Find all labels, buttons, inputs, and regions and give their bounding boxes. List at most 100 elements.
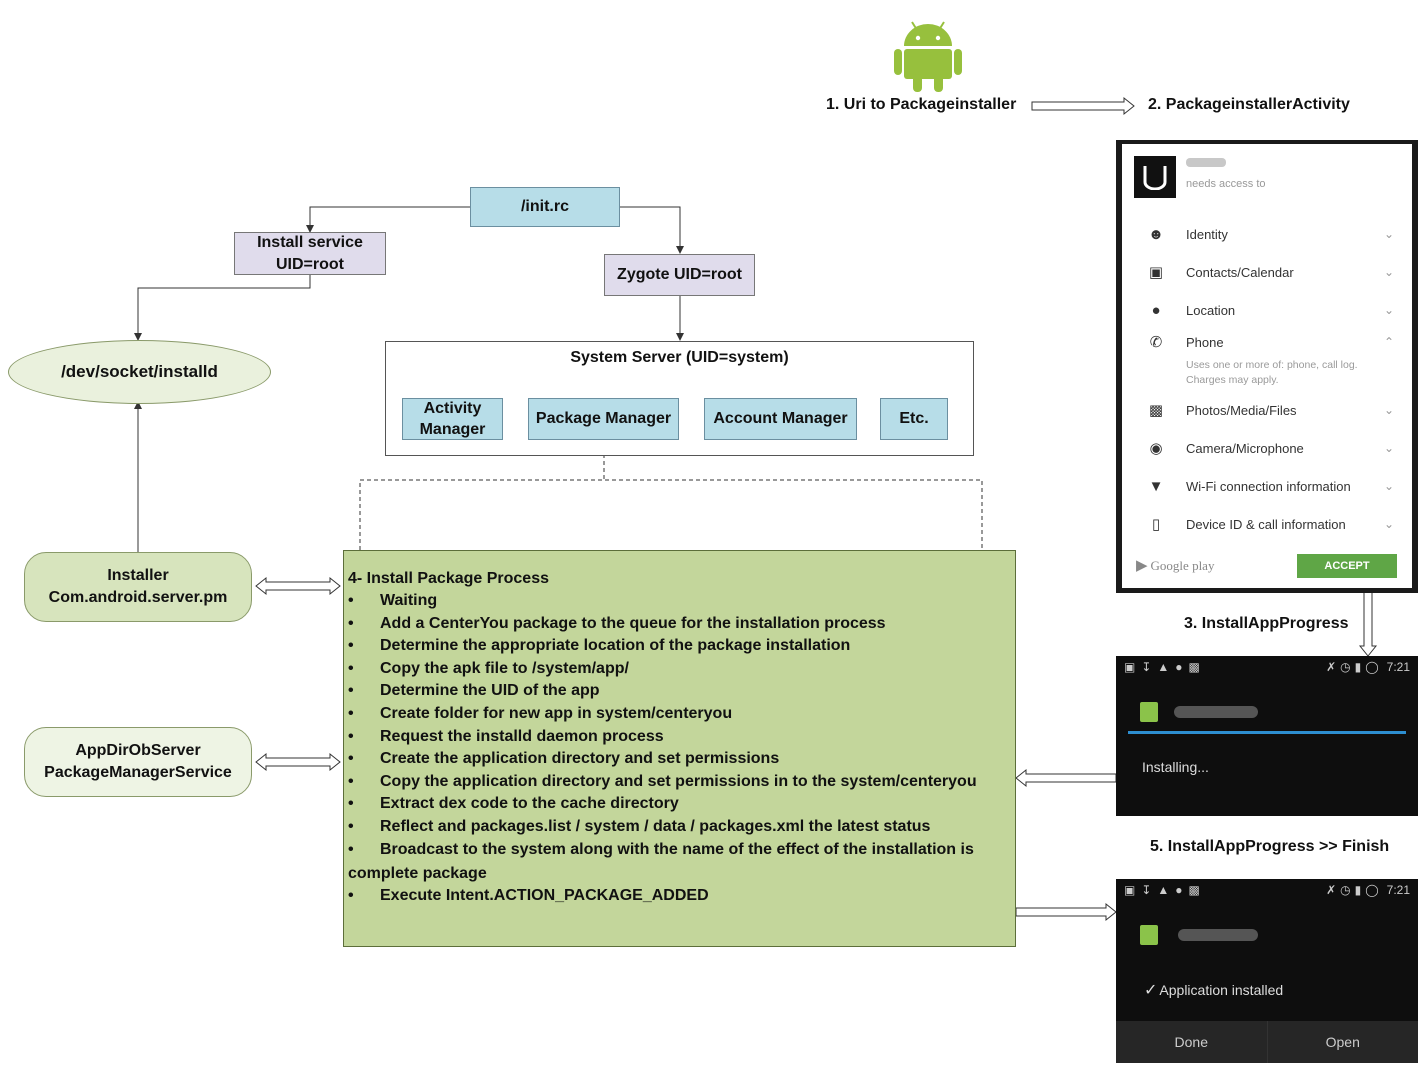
process-step: • Create folder for new app in system/cen… xyxy=(348,703,732,725)
open-button[interactable]: Open xyxy=(1325,1034,1360,1050)
done-button[interactable]: Done xyxy=(1116,1021,1268,1063)
installer-line1: Installer xyxy=(107,567,169,584)
process-step-text: Determine the UID of the app xyxy=(380,682,600,700)
app-icon xyxy=(1140,925,1158,945)
zygote-label: Zygote UID=root xyxy=(617,266,742,283)
account-manager-label: Account Manager xyxy=(713,410,848,427)
process-step-text: Copy the application directory and set p… xyxy=(380,772,977,790)
installing-status-text: Installing... xyxy=(1142,759,1209,775)
process-step: • Reflect and packages.list / system / da… xyxy=(348,816,930,838)
zygote-box: Zygote UID=root xyxy=(604,254,755,296)
process-bullet: • xyxy=(348,614,354,632)
process-last-bullet: • xyxy=(348,887,354,904)
process-step: •Request the installd daemon process xyxy=(348,726,664,748)
device-id-icon: ▯ xyxy=(1151,516,1161,533)
process-step-text: Extract dex code to the cache directory xyxy=(380,795,679,813)
phone-note-line1: Uses one or more of: phone, call log. xyxy=(1186,359,1358,371)
etc-box: Etc. xyxy=(880,398,948,440)
process-bullet: • xyxy=(348,772,354,790)
step-3-label: 3. InstallAppProgress xyxy=(1184,615,1349,632)
phone-note-line2: Charges may apply. xyxy=(1186,374,1279,386)
appdir-observer-box: AppDirObServer PackageManagerService xyxy=(24,727,252,797)
process-step: •Copy the apk file to /system/app/ xyxy=(348,658,629,680)
wifi-icon: ▼ xyxy=(1148,477,1164,495)
process-step-text: Request the installd daemon process xyxy=(380,727,664,745)
process-bullet: • xyxy=(348,592,354,609)
chevron-down-icon: ⌄ xyxy=(1383,227,1394,241)
step-2-label: 2. PackageinstallerActivity xyxy=(1148,96,1350,113)
contacts-icon: ▣ xyxy=(1148,264,1164,281)
perm-row-device-id[interactable]: ▯ Device ID & call information ⌄ xyxy=(1146,512,1394,536)
install-service-line2: UID=root xyxy=(276,255,344,273)
install-package-process-box: 4- Install Package Process •Waiting•Add … xyxy=(343,550,1016,947)
process-last-text: Execute Intent.ACTION_PACKAGE_ADDED xyxy=(380,887,709,904)
account-manager-box: Account Manager xyxy=(704,398,857,440)
chevron-down-icon: ⌄ xyxy=(1383,479,1394,493)
process-step-text: Determine the appropriate location of th… xyxy=(380,637,851,655)
process-step-text: Broadcast to the system along with the n… xyxy=(380,840,974,858)
dev-socket-installd-ellipse: /dev/socket/installd xyxy=(8,340,271,404)
step-5-label: 5. InstallAppProgress >> Finish xyxy=(1150,838,1390,855)
chevron-down-icon: ⌄ xyxy=(1383,403,1394,417)
process-step-text: Create folder for new app in system/cent… xyxy=(380,705,733,722)
process-step: •Create the application directory and se… xyxy=(348,748,779,770)
appdir-line2: PackageManagerService xyxy=(44,764,232,781)
perm-row-photos[interactable]: ▩ Photos/Media/Files ⌄ xyxy=(1146,398,1394,422)
google-play-label: Google play xyxy=(1150,557,1215,573)
process-bullet: • xyxy=(348,795,354,813)
notification-icons: ▣↧▲●▩ xyxy=(1124,660,1206,674)
process-step-text: Copy the apk file to /system/app/ xyxy=(380,659,629,677)
person-icon: ☻ xyxy=(1148,225,1164,243)
installed-screen: ▣↧▲●▩ ✗◷▮◯ 7:21 ✓ Application installed … xyxy=(1116,879,1418,1063)
system-server-title: System Server (UID=system) xyxy=(570,349,789,366)
process-title: 4- Install Package Process xyxy=(348,570,549,587)
camera-icon: ◉ xyxy=(1149,440,1163,457)
process-bullet: • xyxy=(348,682,354,700)
chevron-down-icon: ⌄ xyxy=(1383,303,1394,317)
location-pin-icon: ● xyxy=(1151,301,1161,319)
process-bullet: • xyxy=(348,840,354,858)
step-1-label: 1. Uri to Packageinstaller xyxy=(826,96,1017,113)
app-icon xyxy=(1140,702,1158,722)
perm-label-wifi: Wi-Fi connection information xyxy=(1186,478,1351,494)
process-continuation: complete package xyxy=(348,865,487,882)
installer-line2: Com.android.server.pm xyxy=(48,589,228,606)
process-step: •Add a CenterYou package to the queue fo… xyxy=(348,613,886,635)
clock-text: 7:21 xyxy=(1386,883,1410,897)
package-manager-label: Package Manager xyxy=(535,410,672,427)
process-bullet: • xyxy=(348,705,354,722)
perm-label-location: Location xyxy=(1186,302,1236,318)
activity-manager-box: Activity Manager xyxy=(402,398,503,440)
clock-text: 7:21 xyxy=(1386,660,1410,674)
perm-label-identity: Identity xyxy=(1186,226,1228,242)
perm-row-camera[interactable]: ◉ Camera/Microphone ⌄ xyxy=(1146,436,1394,460)
process-step-text: Reflect and packages.list / system / dat… xyxy=(380,818,931,835)
process-step: • Determine the appropriate location of t… xyxy=(348,635,850,657)
dev-socket-label: /dev/socket/installd xyxy=(61,362,218,381)
progress-bar-fill xyxy=(1128,731,1406,734)
perm-row-identity[interactable]: ☻ Identity ⌄ xyxy=(1146,222,1394,246)
android-logo-icon xyxy=(894,21,962,92)
permissions-dialog: needs access to ☻ Identity ⌄ ▣ Contacts/… xyxy=(1122,144,1412,588)
process-step-text: Create the application directory and set… xyxy=(380,750,780,768)
process-step: • Copy the application directory and set … xyxy=(348,771,977,793)
perm-label-phone: Phone xyxy=(1186,334,1224,350)
installing-screen: ▣↧▲●▩ ✗◷▮◯ 7:21 Installing... xyxy=(1116,656,1418,816)
perm-row-phone[interactable]: ✆ Phone ⌃ xyxy=(1146,330,1394,354)
perm-label-contacts: Contacts/Calendar xyxy=(1186,264,1294,280)
chevron-down-icon: ⌄ xyxy=(1383,265,1394,279)
perm-row-wifi[interactable]: ▼ Wi-Fi connection information ⌄ xyxy=(1146,474,1394,498)
status-bar: ▣↧▲●▩ ✗◷▮◯ 7:21 xyxy=(1116,879,1418,901)
perm-row-location[interactable]: ● Location ⌄ xyxy=(1146,298,1394,322)
perm-row-contacts[interactable]: ▣ Contacts/Calendar ⌄ xyxy=(1146,260,1394,284)
accept-button[interactable]: ACCEPT xyxy=(1297,554,1397,578)
process-bullet: • xyxy=(348,637,354,655)
perm-label-device-id: Device ID & call information xyxy=(1186,516,1346,532)
process-step: •Waiting xyxy=(348,590,437,612)
progress-bar-track xyxy=(1128,731,1406,734)
app-name-blurred xyxy=(1186,158,1226,167)
process-bullet: • xyxy=(348,818,354,835)
phone-permission-note: Uses one or more of: phone, call log. Ch… xyxy=(1186,358,1358,388)
init-rc-label: /init.rc xyxy=(520,198,569,215)
chevron-down-icon: ⌄ xyxy=(1383,441,1394,455)
